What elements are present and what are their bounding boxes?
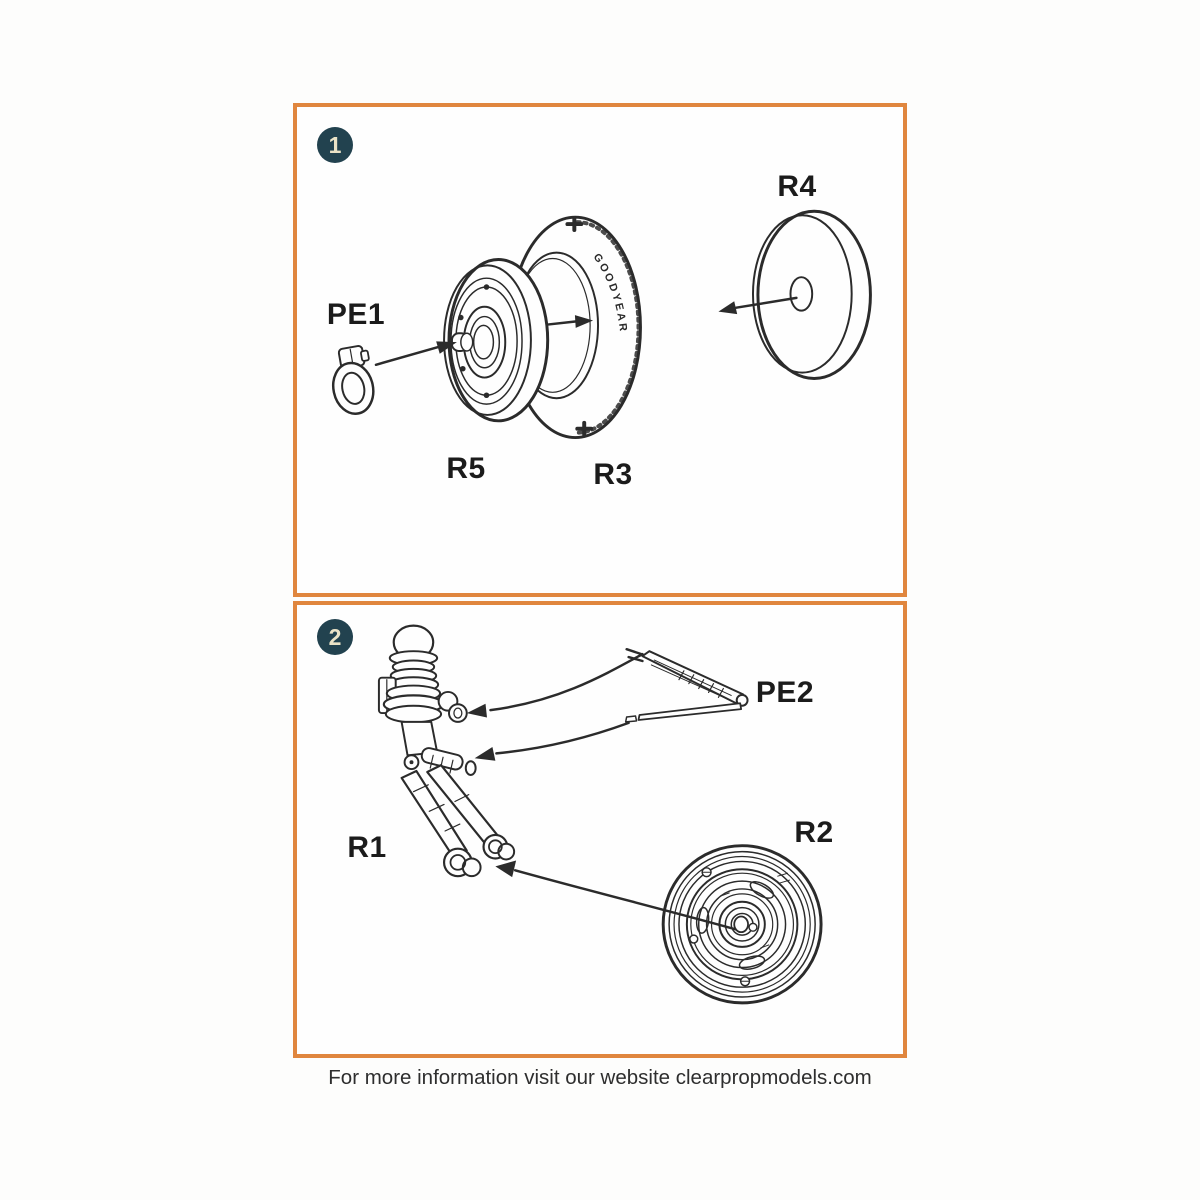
label-pe2: PE2 bbox=[755, 676, 815, 709]
r4-wheel-disc-drawing bbox=[751, 209, 872, 381]
r2-wheel-drawing bbox=[661, 844, 823, 1005]
arrow-pe2-to-lower-strut bbox=[474, 721, 630, 761]
assembly-step-1-panel: 1 PE1 R5 R3 R4 GOODYEAR bbox=[293, 103, 907, 597]
arrow-into-tire bbox=[547, 315, 594, 328]
arrow-r2-to-fork-axle bbox=[495, 860, 737, 931]
assembly-step-2-panel: 2 R1 R2 PE2 bbox=[293, 601, 907, 1058]
r3-tire-drawing: GOODYEAR bbox=[508, 215, 642, 440]
arrow-pe1-to-hub bbox=[374, 341, 457, 366]
arrow-pe2-to-upper-strut bbox=[466, 652, 644, 718]
step-1-badge: 1 bbox=[317, 127, 353, 163]
step-2-badge: 2 bbox=[317, 619, 353, 655]
label-r3: R3 bbox=[593, 458, 633, 491]
label-r4: R4 bbox=[777, 170, 817, 203]
r5-wheel-hub-drawing bbox=[443, 258, 550, 423]
arrow-r4-to-tire bbox=[718, 296, 798, 315]
label-pe1: PE1 bbox=[326, 298, 386, 331]
label-r2: R2 bbox=[794, 816, 834, 849]
label-r1: R1 bbox=[347, 831, 387, 864]
r1-landing-gear-strut-drawing bbox=[377, 624, 516, 878]
pe1-part-drawing bbox=[331, 345, 375, 415]
pe2-part-drawing bbox=[624, 647, 749, 723]
label-r5: R5 bbox=[446, 452, 486, 485]
step-1-diagram: GOODYEAR bbox=[331, 209, 872, 440]
footer-website-note: For more information visit our website c… bbox=[328, 1066, 872, 1089]
step-2-diagram bbox=[377, 624, 823, 1005]
